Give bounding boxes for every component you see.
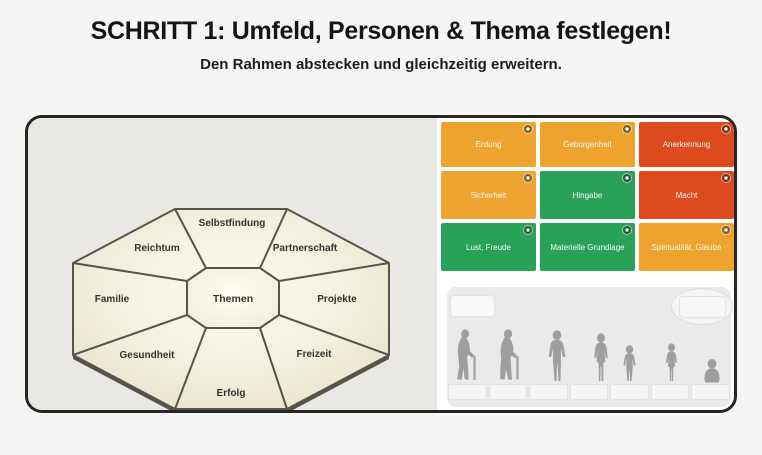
card-label: Materielle Grundlage xyxy=(550,242,625,252)
card-lust-freude[interactable]: Lust, Freude xyxy=(441,223,536,271)
person-name-slots xyxy=(449,385,730,399)
name-slot[interactable] xyxy=(449,385,486,399)
info-dot-icon[interactable] xyxy=(623,125,631,133)
octagon-segment-gesundheit[interactable]: Gesundheit xyxy=(119,350,175,361)
card-geborgenheit[interactable]: Geborgenheit xyxy=(540,122,635,167)
name-slot[interactable] xyxy=(651,385,689,399)
card-label: Erdung xyxy=(475,140,502,149)
selection-oval[interactable] xyxy=(671,288,733,325)
octagon-segment-partnerschaft[interactable]: Partnerschaft xyxy=(273,243,338,254)
worksheet-panel: Selbstfindung Partnerschaft Projekte Fre… xyxy=(25,115,737,413)
themes-octagon-zone: Selbstfindung Partnerschaft Projekte Fre… xyxy=(28,118,437,410)
girl-icon[interactable] xyxy=(662,343,681,383)
card-spiritualitaet-glaube[interactable]: Spiritualität, Glaube xyxy=(639,223,734,271)
persons-zone xyxy=(447,287,733,407)
card-label: Macht xyxy=(675,190,698,200)
octagon-segment-erfolg[interactable]: Erfolg xyxy=(217,388,246,399)
name-slot[interactable] xyxy=(530,385,567,399)
card-macht[interactable]: Macht xyxy=(639,171,734,219)
info-dot-icon[interactable] xyxy=(722,125,730,133)
name-slot[interactable] xyxy=(570,385,608,399)
info-dot-icon[interactable] xyxy=(623,174,631,182)
page-title: SCHRITT 1: Umfeld, Personen & Thema fest… xyxy=(90,17,672,45)
name-slot[interactable] xyxy=(611,385,648,399)
selection-oval-field[interactable] xyxy=(679,296,726,318)
info-dot-icon[interactable] xyxy=(722,226,730,234)
adult-woman-icon[interactable] xyxy=(589,333,613,383)
octagon-segment-reichtum[interactable]: Reichtum xyxy=(134,243,180,254)
octagon-segment-projekte[interactable]: Projekte xyxy=(317,294,357,305)
page-header: SCHRITT 1: Umfeld, Personen & Thema fest… xyxy=(0,0,762,73)
info-dot-icon[interactable] xyxy=(722,174,730,182)
octagon-center[interactable] xyxy=(186,267,280,329)
card-sicherheit[interactable]: Sicherheit xyxy=(441,171,536,219)
info-dot-icon[interactable] xyxy=(623,226,631,234)
octagon-segment-familie[interactable]: Familie xyxy=(95,294,130,305)
card-label: Hingabe xyxy=(572,190,603,200)
card-hingabe[interactable]: Hingabe xyxy=(540,171,635,219)
card-anerkennung[interactable]: Anerkennung xyxy=(639,122,734,167)
baby-icon[interactable] xyxy=(700,358,724,383)
octagon-spokes xyxy=(72,208,390,410)
value-cards-grid: Erdung Geborgenheit Anerkennung Sicherhe… xyxy=(441,122,734,271)
info-dot-icon[interactable] xyxy=(524,226,532,234)
person-name-box[interactable] xyxy=(451,296,494,316)
octagon-segment-freizeit[interactable]: Freizeit xyxy=(296,349,332,360)
octagon-segment-selbstfindung[interactable]: Selbstfindung xyxy=(199,218,266,229)
name-slot[interactable] xyxy=(692,385,730,399)
boy-icon[interactable] xyxy=(620,345,639,383)
name-slot[interactable] xyxy=(489,385,527,399)
adult-man-icon[interactable] xyxy=(544,330,570,383)
card-materielle-grundlage[interactable]: Materielle Grundlage xyxy=(540,223,635,271)
octagon-center-label: Themen xyxy=(213,293,253,305)
card-erdung[interactable]: Erdung xyxy=(441,122,536,167)
themes-octagon-diagram[interactable]: Selbstfindung Partnerschaft Projekte Fre… xyxy=(28,118,437,410)
elderly-man-with-cane-icon[interactable] xyxy=(453,328,487,383)
card-label: Sicherheit xyxy=(470,190,507,200)
card-label: Anerkennung xyxy=(662,140,711,149)
info-dot-icon[interactable] xyxy=(524,125,532,133)
card-label: Lust, Freude xyxy=(466,242,511,252)
info-dot-icon[interactable] xyxy=(524,174,532,182)
page-subtitle: Den Rahmen abstecken und gleichzeitig er… xyxy=(200,56,562,73)
elderly-woman-with-cane-icon[interactable] xyxy=(496,328,530,383)
card-label: Geborgenheit xyxy=(563,140,612,149)
card-label: Spiritualität, Glaube xyxy=(651,242,722,252)
